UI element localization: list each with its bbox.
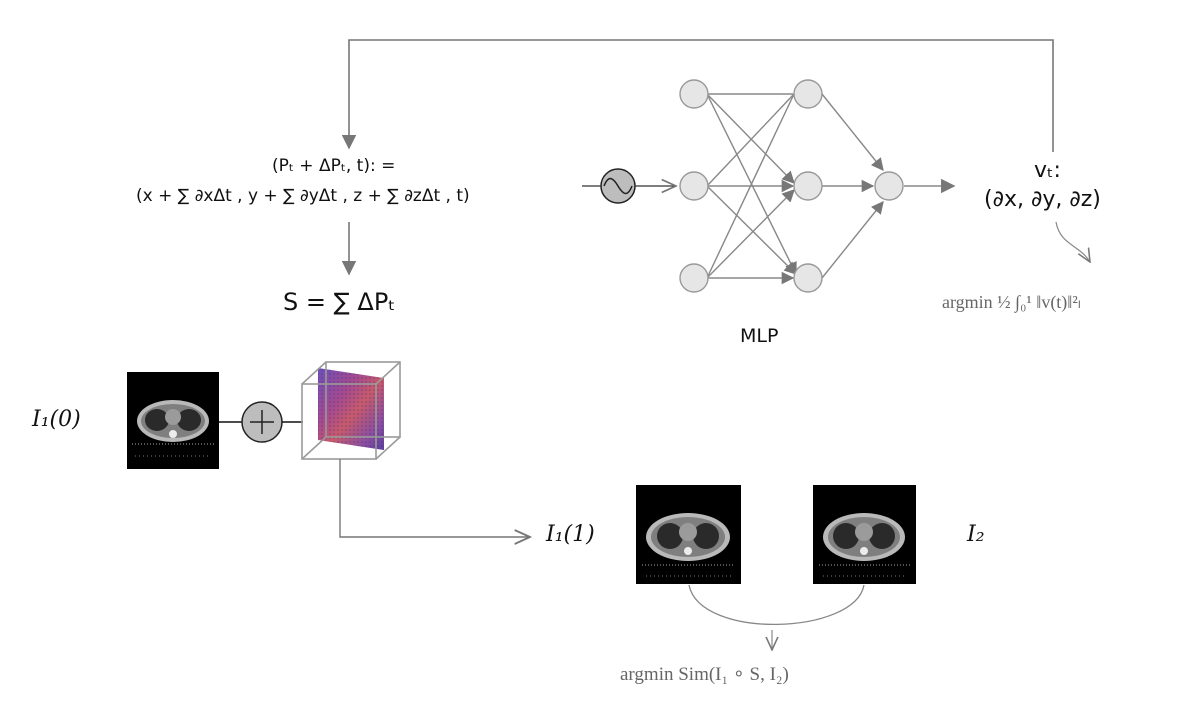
mlp-nodes	[679, 79, 904, 293]
similarity-objective: argmin Sim(I₁ ∘ S, I₂)	[620, 664, 789, 685]
formula-line-2: (x + ∑ ∂xΔt , y + ∑ ∂yΔt , z + ∑ ∂zΔt , …	[136, 186, 470, 206]
mlp-output-node	[874, 171, 904, 201]
similarity-curve	[688, 584, 865, 625]
velocity-line-1: vₜ:	[1034, 158, 1061, 183]
mlp-hidden-node-2	[793, 171, 823, 201]
velocity-objective: argmin ½ ∫₀¹ ‖v(t)‖²ₗ	[942, 292, 1081, 312]
mlp-input-node-1	[679, 79, 709, 109]
deformation-field-cube	[301, 361, 401, 460]
velocity-to-objective-arrow	[1055, 221, 1090, 262]
ct-image-fixed	[813, 485, 916, 584]
mlp-input-node-2	[679, 171, 709, 201]
velocity-line-2: (∂x, ∂y, ∂z)	[984, 187, 1101, 212]
field-to-warped-arrow	[339, 459, 530, 537]
mlp-label: MLP	[740, 325, 779, 347]
mlp-edges	[706, 93, 884, 285]
mlp-hidden-node-3	[793, 263, 823, 293]
label-fixed-image: I₂	[967, 522, 985, 547]
mlp-hidden-node-1	[793, 79, 823, 109]
mlp-input-node-3	[679, 263, 709, 293]
label-warped-image: I₁(1)	[546, 522, 595, 547]
ct-image-warped	[636, 485, 741, 584]
formula-line-1: (Pₜ + ΔPₜ, t): =	[272, 156, 396, 176]
ct-image-moving	[127, 372, 219, 469]
sum-equation: S = ∑ ΔPₜ	[283, 288, 396, 316]
label-moving-image: I₁(0)	[32, 407, 81, 432]
feedback-loop-arrow	[341, 39, 1054, 152]
